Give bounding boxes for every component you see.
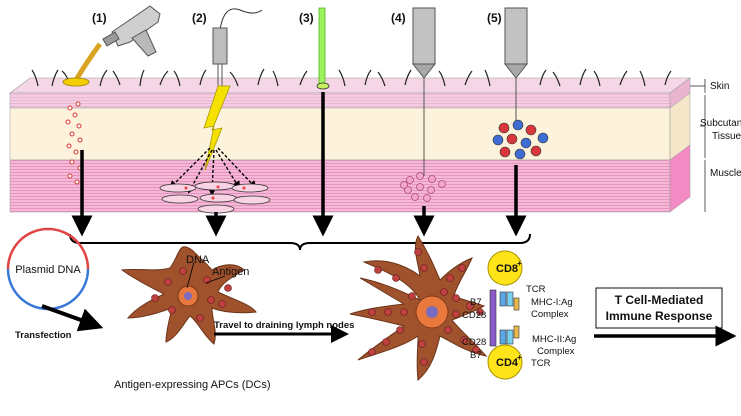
label-skin: Skin [710,81,729,92]
step-numbers: (1) (2) (3) (4) (5) [92,11,502,25]
mhc1-line1: MHC-I:Ag [531,297,573,308]
subcutaneous-layer [9,107,671,161]
tissue-block [9,68,691,213]
receptor-labels: TCR MHC-I:Ag Complex B7 CD28 CD28 B7 MHC… [462,284,576,369]
tcr-bottom: TCR [531,358,551,369]
response-line2: Immune Response [606,309,713,323]
transfection-arrow: Transfection [15,304,104,341]
receptor-complexes [489,289,520,347]
side-muscle [669,144,691,213]
skin-top-face [9,77,691,94]
skin-layer [9,92,671,109]
apc-cell-large [349,234,488,381]
tcr-top: TCR [526,284,546,295]
syringe-im-icon [400,7,446,202]
plasmid-label: Plasmid DNA [15,264,81,276]
step-1: (1) [92,11,107,25]
cd4-tcell: CD4 + [487,344,523,380]
plasmid-dna: Plasmid DNA [6,227,90,311]
hairs [31,68,672,87]
muscle-layer [9,159,671,213]
response-box [595,287,723,329]
transfection-label: Transfection [15,330,72,341]
label-subcutaneous: Subcutaneous [700,118,741,129]
cd8-sup: + [517,259,522,268]
response-line1: T Cell-Mediated [615,293,704,307]
cd8-tcell: CD8 + [487,250,523,286]
microneedle-icon [316,7,330,90]
b7-top: B7 [470,297,482,308]
apc-cell-small: DNA Antigen Antigen-expressing APCs (DCs… [114,246,271,391]
dna-label: DNA [186,254,210,266]
apc-caption: Antigen-expressing APCs (DCs) [114,379,271,391]
lightning-icon [203,85,231,171]
cd28-bottom: CD28 [462,337,486,348]
layer-labels: Skin Subcutaneous Tissue Muscle [690,79,741,212]
step-3: (3) [299,11,314,25]
syringe-sc-icon [492,7,549,160]
curly-brace [69,233,531,251]
cd8-label: CD8 [496,263,518,275]
step-2: (2) [192,11,207,25]
label-tissue: Tissue [712,131,741,142]
travel-arrow: Travel to draining lymph nodes [214,320,354,343]
label-muscle: Muscle [710,168,741,179]
travel-label: Travel to draining lymph nodes [214,320,354,331]
mhc2-line1: MHC-II:Ag [532,334,576,345]
immune-response: T Cell-Mediated Immune Response [594,287,737,347]
cd4-label: CD4 [496,357,519,369]
antigen-label: Antigen [212,266,249,278]
cd4-sup: + [517,353,522,362]
mhc1-line2: Complex [531,309,569,320]
cd28-top: CD28 [462,310,486,321]
gene-gun-icon [62,5,161,185]
down-arrows [71,92,527,237]
mhc2-line2: Complex [537,346,575,357]
b7-bottom: B7 [470,350,482,361]
step-5: (5) [487,11,502,25]
step-4: (4) [391,11,406,25]
electroporation-needle-icon [159,8,271,214]
